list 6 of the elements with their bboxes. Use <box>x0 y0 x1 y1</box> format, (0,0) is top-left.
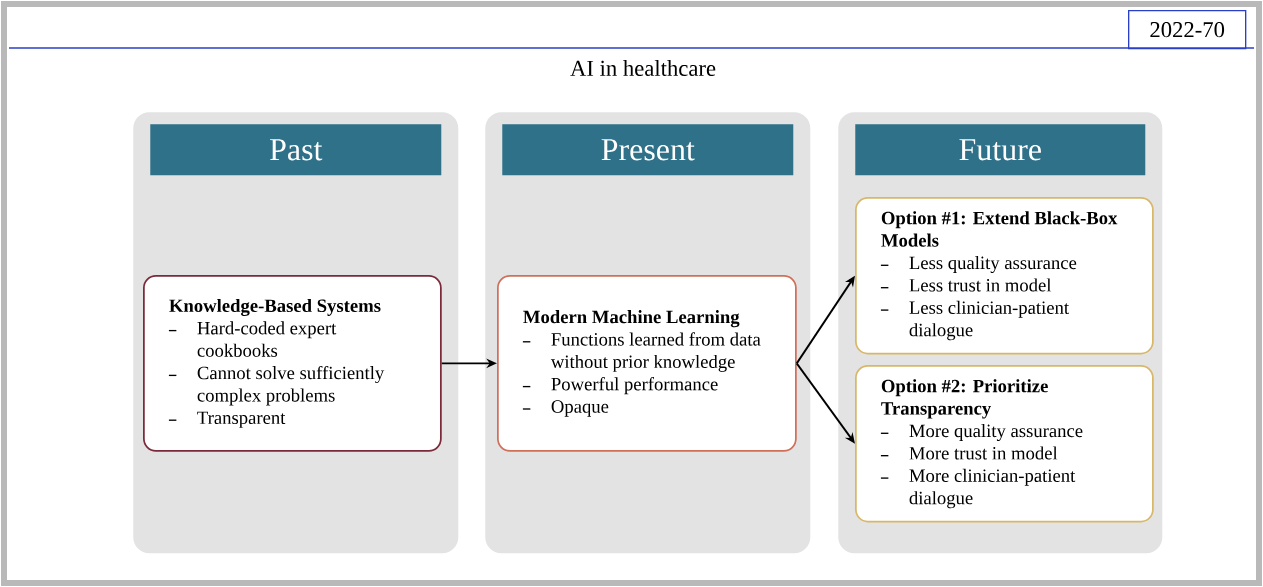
text-box: Modern Machine Learning Functions learned from data without prior knowledge Powerful performance Opaque <box>497 275 797 452</box>
text-box: Option #2: Prioritize Transparency More quality assurance More trust in model More clinician-patient dialogue <box>855 365 1154 523</box>
title: AI in healthcare <box>570 60 716 76</box>
text-box: Option #1: Extend Black-Box Models Less quality assurance Less trust in model Less clinician-patient dialogue <box>855 197 1154 355</box>
text-box: Knowledge-Based Systems Hard-coded expert cookbooks Cannot solve sufficiently complex problems Transparent <box>143 275 442 452</box>
header-cell: 2022-70 <box>1128 10 1247 50</box>
